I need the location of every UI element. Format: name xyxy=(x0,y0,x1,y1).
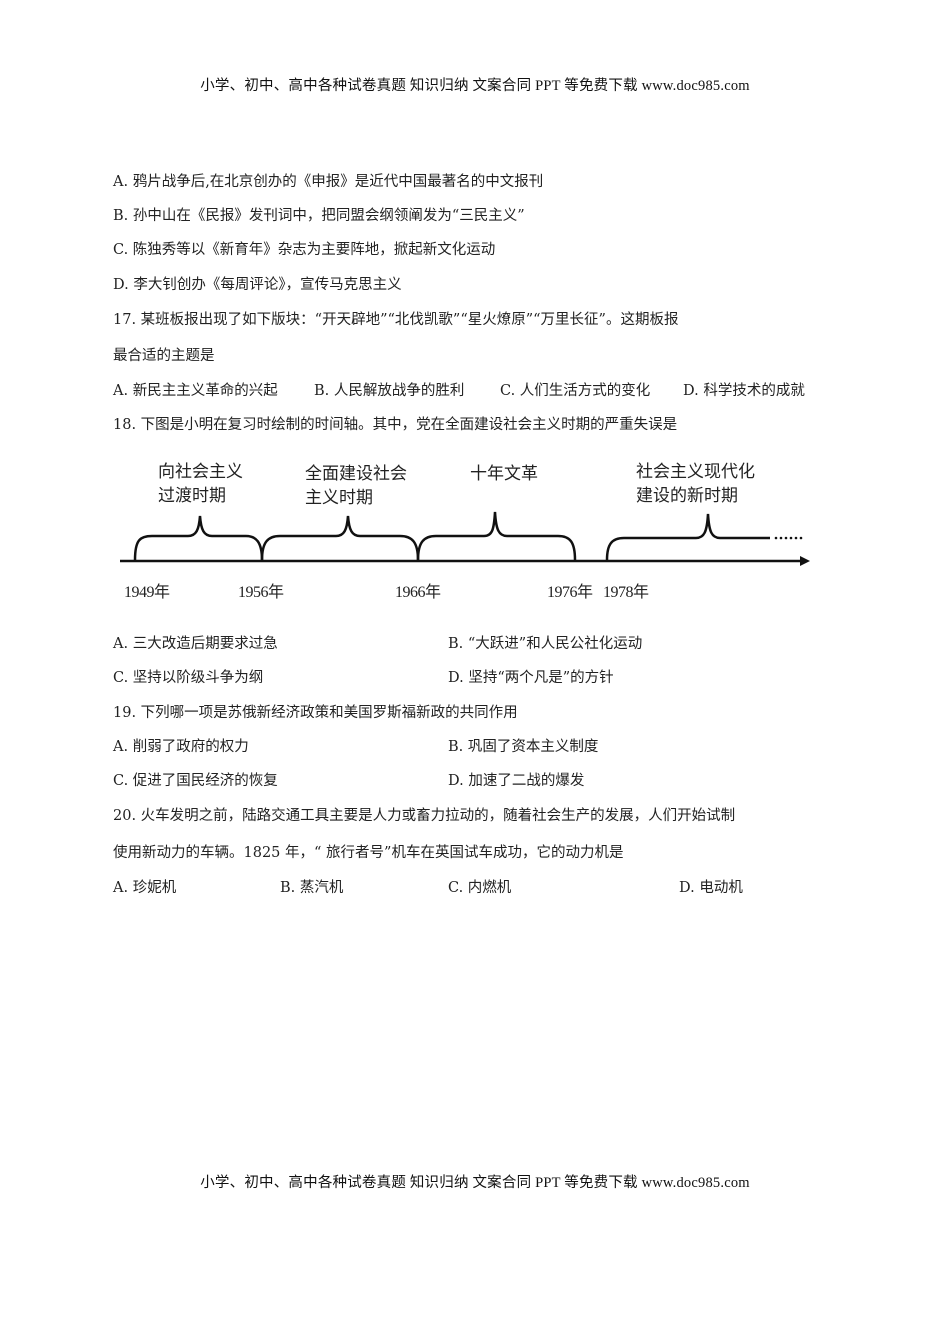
q19-stem: 19. 下列哪一项是苏俄新经济政策和美国罗斯福新政的共同作用 xyxy=(113,705,518,721)
q19-option-a: A. 削弱了政府的权力 xyxy=(113,739,249,755)
timeline-diagram: 向社会主义 过渡时期 全面建设社会 主义时期 十年文革 社会主义现代化 建设的新… xyxy=(110,450,830,610)
q18-option-a: A. 三大改造后期要求过急 xyxy=(113,636,278,652)
q16-option-d: D. 李大钊创办《每周评论》，宣传马克思主义 xyxy=(113,277,402,293)
timeline-period-3: 十年文革 xyxy=(470,462,538,486)
q16-option-a: A. 鸦片战争后,在北京创办的《申报》是近代中国最著名的中文报刊 xyxy=(113,174,544,190)
period-1-line1: 向社会主义 xyxy=(158,462,243,482)
q16-option-c: C. 陈独秀等以《新育年》杂志为主要阵地，掀起新文化运动 xyxy=(113,242,496,258)
q18-option-c: C. 坚持以阶级斗争为纲 xyxy=(113,670,264,686)
period-4-line2: 建设的新时期 xyxy=(636,486,738,506)
q18-stem: 18. 下图是小明在复习时绘制的时间轴。其中，党在全面建设社会主义时期的严重失误… xyxy=(113,417,678,433)
q17-option-b: B. 人民解放战争的胜利 xyxy=(314,383,465,399)
q19-option-c: C. 促进了国民经济的恢复 xyxy=(113,773,278,789)
q17-option-a: A. 新民主主义革命的兴起 xyxy=(113,383,278,399)
timeline-period-2: 全面建设社会 主义时期 xyxy=(305,462,407,510)
page-footer: 小学、初中、高中各种试卷真题 知识归纳 文案合同 PPT 等免费下载 www.d… xyxy=(200,1175,750,1191)
q19-option-d: D. 加速了二战的爆发 xyxy=(448,773,585,789)
q20-stem-line1: 20. 火车发明之前，陆路交通工具主要是人力或畜力拉动的，随着社会生产的发展，人… xyxy=(113,808,736,824)
q17-option-d: D. 科学技术的成就 xyxy=(683,383,805,399)
period-2-line2: 主义时期 xyxy=(305,488,373,508)
year-1976: 1976年 xyxy=(547,584,593,601)
timeline-axis-graphic xyxy=(120,511,810,566)
q18-option-b: B. “大跃进”和人民公社化运动 xyxy=(448,636,643,652)
q20-option-a: A. 珍妮机 xyxy=(113,880,177,896)
q20-option-b: B. 蒸汽机 xyxy=(280,880,344,896)
year-1949: 1949年 xyxy=(124,584,170,601)
year-1956: 1956年 xyxy=(238,584,284,601)
q20-option-d: D. 电动机 xyxy=(679,880,743,896)
q17-option-c: C. 人们生活方式的变化 xyxy=(500,383,651,399)
period-3-line1: 十年文革 xyxy=(470,464,538,484)
page-header: 小学、初中、高中各种试卷真题 知识归纳 文案合同 PPT 等免费下载 www.d… xyxy=(200,78,750,94)
period-2-line1: 全面建设社会 xyxy=(305,464,407,484)
q17-stem-line1: 17. 某班板报出现了如下版块：“开天辟地”“北伐凯歌”“星火燎原”“万里长征”… xyxy=(113,312,679,328)
q20-option-c: C. 内燃机 xyxy=(448,880,512,896)
year-1978: 1978年 xyxy=(603,584,649,601)
period-1-line2: 过渡时期 xyxy=(158,486,226,506)
q18-option-d: D. 坚持“两个凡是”的方针 xyxy=(448,670,614,686)
q20-stem-line2: 使用新动力的车辆。1825 年，“ 旅行者号”机车在英国试车成功，它的动力机是 xyxy=(113,845,624,861)
q16-option-b: B. 孙中山在《民报》发刊词中，把同盟会纲领阐发为“三民主义” xyxy=(113,208,525,224)
q19-option-b: B. 巩固了资本主义制度 xyxy=(448,739,599,755)
q17-stem-line2: 最合适的主题是 xyxy=(113,348,215,364)
year-1966: 1966年 xyxy=(395,584,441,601)
period-4-line1: 社会主义现代化 xyxy=(636,462,755,482)
timeline-period-4: 社会主义现代化 建设的新时期 xyxy=(636,460,755,508)
timeline-period-1: 向社会主义 过渡时期 xyxy=(158,460,243,508)
